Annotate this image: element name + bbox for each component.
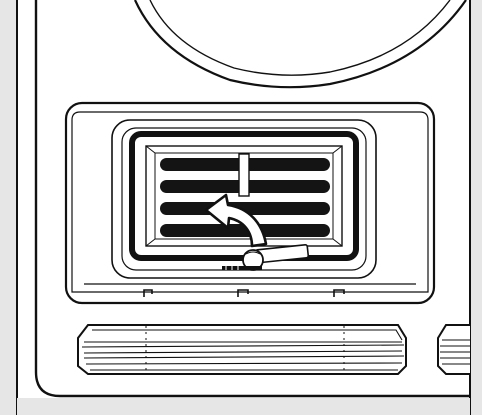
- right-side-panel: [470, 0, 482, 415]
- door-outer-arc: [133, 0, 467, 89]
- bevel-corner-br: [332, 238, 343, 247]
- door-inner-arc: [149, 0, 451, 76]
- lock-lever-icon[interactable]: [222, 243, 310, 271]
- air-slot: [160, 202, 330, 215]
- bottom-plinth: [17, 398, 470, 415]
- clip-middle: [237, 289, 249, 297]
- front-panel-outline: [34, 0, 470, 398]
- handle-rib: [238, 153, 250, 197]
- hatch-recess-inner-edge: [71, 111, 429, 293]
- bevel-corner-bl: [145, 238, 156, 247]
- lower-vent-grille: [77, 324, 407, 375]
- left-side-panel: [0, 0, 17, 415]
- clip-right: [333, 289, 345, 297]
- curved-arrow-left-icon: [204, 193, 268, 248]
- air-slot: [160, 224, 330, 237]
- grille-plate-inner-bevel: [154, 152, 334, 240]
- bevel-corner-tr: [332, 145, 343, 154]
- bevel-corner-tl: [145, 145, 156, 154]
- clip-left: [143, 289, 153, 297]
- lower-vent-grille-partial: [437, 324, 470, 375]
